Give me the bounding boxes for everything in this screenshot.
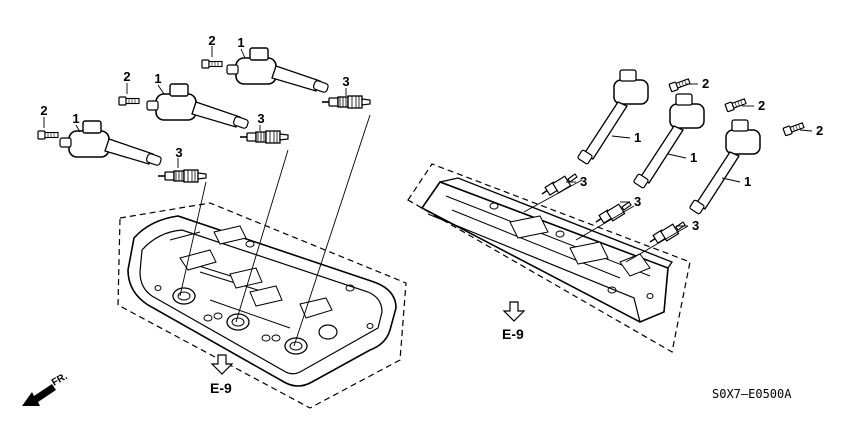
callout-ignition-coil: 1 — [154, 71, 161, 86]
callout-spark-plug: 3 — [257, 111, 264, 126]
callout-ignition-coil: 1 — [744, 174, 751, 189]
bolt — [782, 120, 806, 137]
ref-rear[interactable]: E-9 — [502, 301, 526, 342]
callout-spark-plug: 3 — [692, 218, 699, 233]
callout-spark-plug: 3 — [634, 194, 641, 209]
ignition-coil — [59, 120, 163, 167]
bolt — [118, 96, 140, 106]
bolt — [201, 59, 223, 69]
ignition-coil — [576, 69, 649, 166]
spark-plug — [321, 95, 371, 109]
bolt — [724, 96, 748, 113]
ref-rear-label: E-9 — [502, 326, 524, 342]
callout-spark-plug: 3 — [580, 174, 587, 189]
callout-bolt: 2 — [758, 98, 765, 113]
rear-valve-cover — [407, 163, 691, 353]
diagram-code: S0X7–E0500A — [712, 387, 792, 401]
bolt — [668, 76, 692, 93]
spark-plug — [649, 221, 686, 244]
ignition-coil — [226, 47, 330, 94]
front-direction-indicator: FR. — [22, 371, 70, 406]
callout-lines — [43, 46, 813, 227]
callout-spark-plug: 3 — [342, 74, 349, 89]
callout-bolt: 2 — [816, 123, 823, 138]
spark-plug — [595, 201, 632, 224]
leader-lines — [179, 114, 689, 347]
down-arrow-icon — [210, 354, 234, 375]
callout-bolt: 2 — [702, 76, 709, 91]
callout-ignition-coil: 1 — [634, 130, 641, 145]
bolt — [37, 130, 59, 140]
callout-spark-plug: 3 — [175, 145, 182, 160]
ignition-coil — [688, 119, 761, 216]
spark-plug — [541, 173, 578, 196]
front-arrow-icon — [22, 384, 56, 406]
callout-bolt: 2 — [40, 103, 47, 118]
callout-bolt: 2 — [208, 33, 215, 48]
front-valve-cover — [117, 202, 407, 409]
ignition-coil — [632, 93, 705, 190]
callout-ignition-coil: 1 — [72, 111, 79, 126]
callout-ignition-coil: 1 — [237, 35, 244, 50]
front-ignition-coils — [59, 47, 330, 167]
callouts: 2 1 3 2 1 3 2 1 3 1 1 1 2 2 2 3 3 3 — [40, 33, 823, 233]
down-arrow-icon — [502, 301, 526, 322]
callout-ignition-coil: 1 — [690, 150, 697, 165]
spark-plug — [157, 169, 207, 183]
ref-front-label: E-9 — [210, 380, 232, 396]
front-arrow-label: FR. — [50, 371, 70, 389]
spark-plug — [239, 130, 289, 144]
callout-bolt: 2 — [123, 69, 130, 84]
rear-ignition-coils — [576, 69, 761, 216]
ref-front[interactable]: E-9 — [210, 354, 234, 396]
